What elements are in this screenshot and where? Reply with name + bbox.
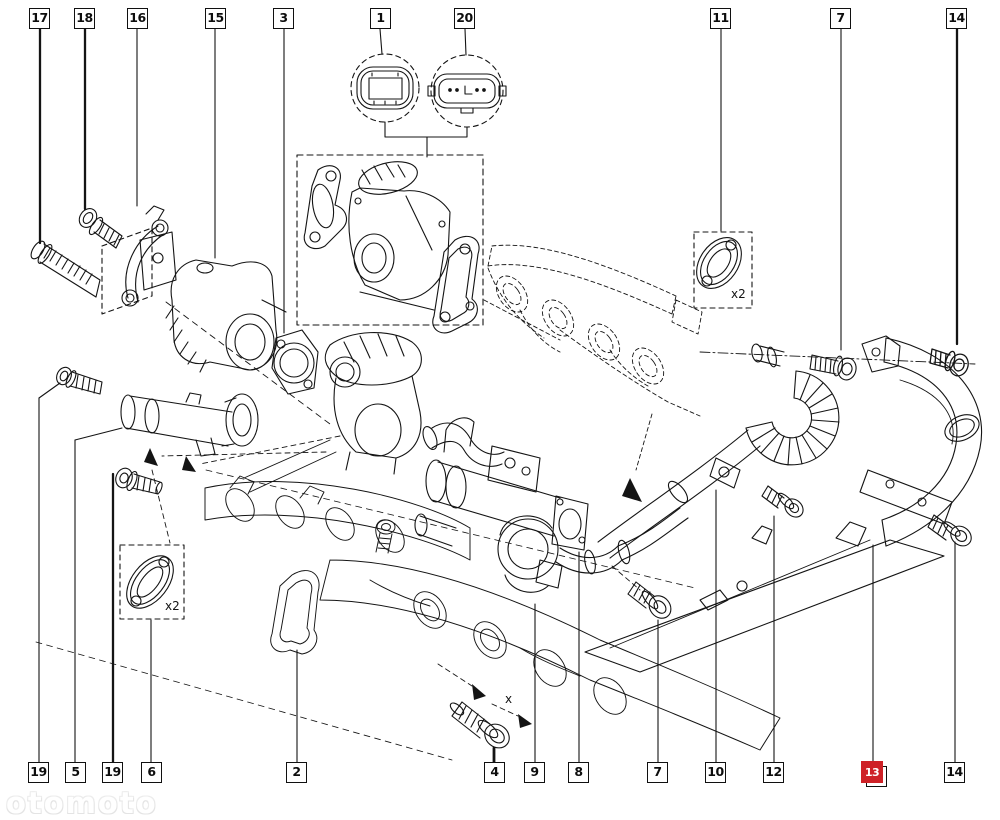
x-position-mark: x bbox=[505, 692, 512, 706]
callout-top-16: 16 bbox=[127, 8, 148, 29]
bracket-16 bbox=[101, 205, 177, 315]
callout-bottom-2: 2 bbox=[286, 762, 307, 783]
callout-bottom-9: 9 bbox=[524, 762, 545, 783]
callout-bottom-19a: 19 bbox=[28, 762, 49, 783]
heat-shield-13 bbox=[584, 521, 945, 673]
bolt-14-bottom bbox=[927, 514, 972, 547]
callout-top-15: 15 bbox=[205, 8, 226, 29]
connector-bracket-lines bbox=[384, 121, 468, 158]
connector-plug-20 bbox=[427, 54, 507, 128]
callout-bottom-10: 10 bbox=[705, 762, 726, 783]
quantity-annotation-gasket-6: x2 bbox=[165, 599, 180, 613]
flex-hose-10 bbox=[597, 343, 840, 559]
callout-13-red-tag: 13 bbox=[861, 761, 883, 783]
quantity-annotation-gasket-11: x2 bbox=[731, 287, 746, 301]
bolt-7-top bbox=[809, 354, 857, 381]
callout-top-18: 18 bbox=[74, 8, 95, 29]
bolt-14-top bbox=[929, 348, 969, 377]
callout-top-20: 20 bbox=[454, 8, 475, 29]
gasket-11-box bbox=[693, 231, 753, 309]
bolt-19b bbox=[115, 467, 163, 495]
callout-top-11: 11 bbox=[710, 8, 731, 29]
assembly-arrows-left bbox=[144, 435, 341, 544]
bolt-7-bottom bbox=[627, 581, 672, 619]
leader-lines-top bbox=[38, 27, 959, 351]
callout-bottom-14: 14 bbox=[944, 762, 965, 783]
callout-bottom-19b: 19 bbox=[102, 762, 123, 783]
callout-bottom-13-highlighted: 13 bbox=[861, 761, 889, 789]
callout-top-3: 3 bbox=[273, 8, 294, 29]
callout-top-17: 17 bbox=[29, 8, 50, 29]
turbocharger-9 bbox=[497, 495, 689, 593]
callout-top-1: 1 bbox=[370, 8, 391, 29]
callout-top-7: 7 bbox=[830, 8, 851, 29]
bolt-17 bbox=[30, 240, 101, 298]
gasket-3 bbox=[271, 329, 319, 395]
callout-bottom-8: 8 bbox=[568, 762, 589, 783]
callout-bottom-5: 5 bbox=[65, 762, 86, 783]
egr-valve-assembled bbox=[243, 332, 505, 493]
bolt-12 bbox=[761, 485, 804, 518]
callout-top-14: 14 bbox=[946, 8, 967, 29]
bolt-19a bbox=[56, 366, 103, 395]
egr-tube-5 bbox=[120, 392, 259, 457]
assembly-axis-line bbox=[699, 351, 976, 365]
callout-bottom-4: 4 bbox=[484, 762, 505, 783]
callout-bottom-12: 12 bbox=[763, 762, 784, 783]
throttle-body-15 bbox=[165, 259, 331, 425]
watermark-text: otomoto bbox=[6, 786, 158, 820]
bolt-4 bbox=[437, 663, 532, 749]
bolt-18 bbox=[78, 208, 123, 249]
gasket-6-box bbox=[119, 544, 185, 620]
intake-manifold-2 bbox=[35, 469, 781, 761]
egr-cooler-8 bbox=[414, 417, 561, 547]
assembly-arrow-manifold bbox=[622, 478, 642, 502]
callout-bottom-7: 7 bbox=[647, 762, 668, 783]
connector-plug-1 bbox=[350, 53, 420, 123]
curved-pipe-13 bbox=[859, 335, 982, 547]
callout-bottom-6: 6 bbox=[141, 762, 162, 783]
leader-lines-bottom bbox=[38, 382, 956, 764]
exhaust-manifold-ghost bbox=[483, 244, 703, 471]
egr-valve-kit-box bbox=[296, 154, 484, 334]
